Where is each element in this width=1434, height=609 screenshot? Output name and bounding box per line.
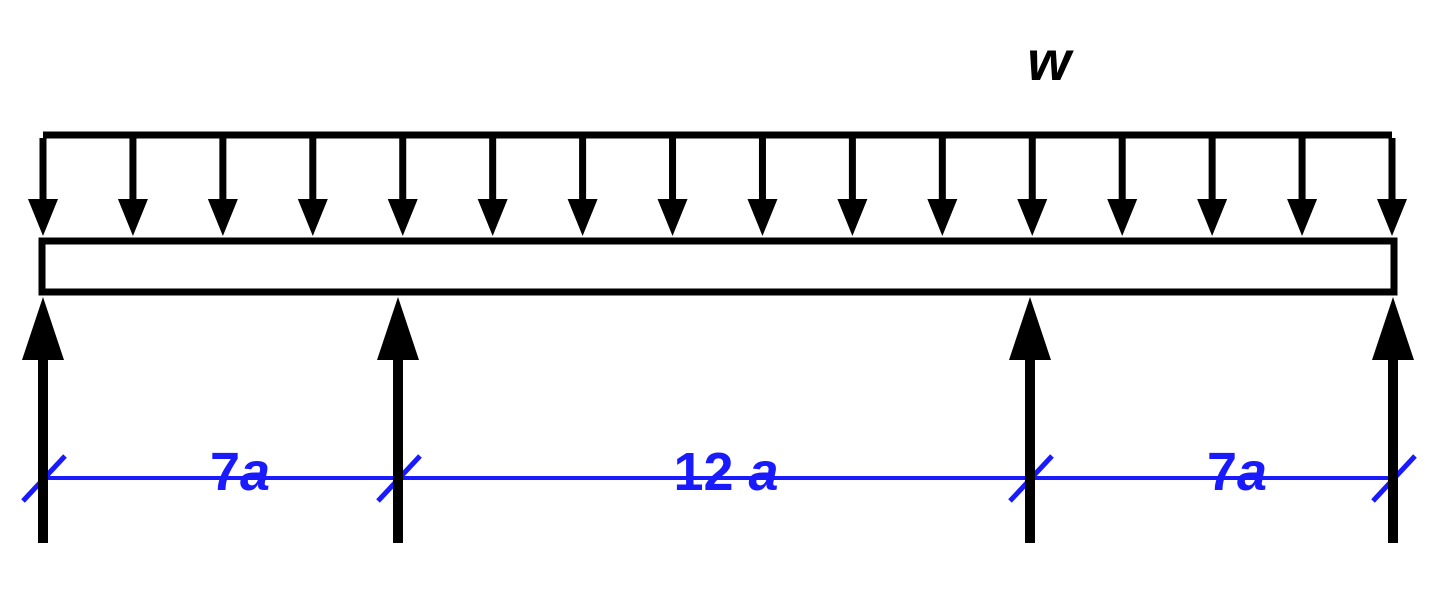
load-arrow-head [477, 199, 508, 236]
dimension-unit: a [733, 442, 779, 502]
load-arrow-head [297, 199, 328, 236]
load-arrow-head [1287, 199, 1318, 236]
dimension-unit: a [1237, 442, 1268, 502]
load-arrow-head [837, 199, 868, 236]
load-arrow-head [1377, 199, 1407, 236]
load-arrow-head [657, 199, 688, 236]
dimension-value: 7 [209, 442, 241, 502]
load-arrow-head [1107, 199, 1138, 236]
reaction-arrow-head [1009, 297, 1051, 360]
load-arrow-head [117, 199, 148, 236]
reaction-arrow-head [377, 297, 419, 360]
load-arrow-head [207, 199, 238, 236]
reaction-label-a-left: RA [29, 546, 175, 609]
dimension-label-middle: 12 a [613, 391, 778, 553]
load-arrow-head [747, 199, 778, 236]
reaction-arrow-b-right [1009, 297, 1051, 543]
load-arrow-head [927, 199, 958, 236]
reaction-arrow-b-left [377, 297, 419, 543]
load-arrow-head [567, 199, 598, 236]
reaction-arrow-a-right [1372, 297, 1414, 543]
reaction-label-a-right: RA [1269, 546, 1415, 609]
reaction-arrow-head [1372, 297, 1414, 360]
reaction-label-b-right: RB [906, 546, 1052, 609]
reaction-label-b-left: RB [391, 546, 537, 609]
reaction-arrow-head [22, 297, 64, 360]
dimension-label-left: 7a [150, 391, 270, 553]
distributed-load-arrows [28, 138, 1407, 236]
load-arrow-head [387, 199, 418, 236]
dimension-value: 7 [1206, 442, 1238, 502]
load-arrow-head [28, 199, 58, 236]
load-arrow-head [1017, 199, 1048, 236]
dimension-label-right: 7a [1147, 391, 1267, 553]
reaction-arrow-a-left [22, 297, 64, 543]
beam [38, 237, 1398, 296]
load-label: w [1027, 29, 1071, 92]
load-arrow-head [1197, 199, 1228, 236]
dimension-value: 12 [673, 442, 734, 502]
dimension-unit: a [240, 442, 271, 502]
